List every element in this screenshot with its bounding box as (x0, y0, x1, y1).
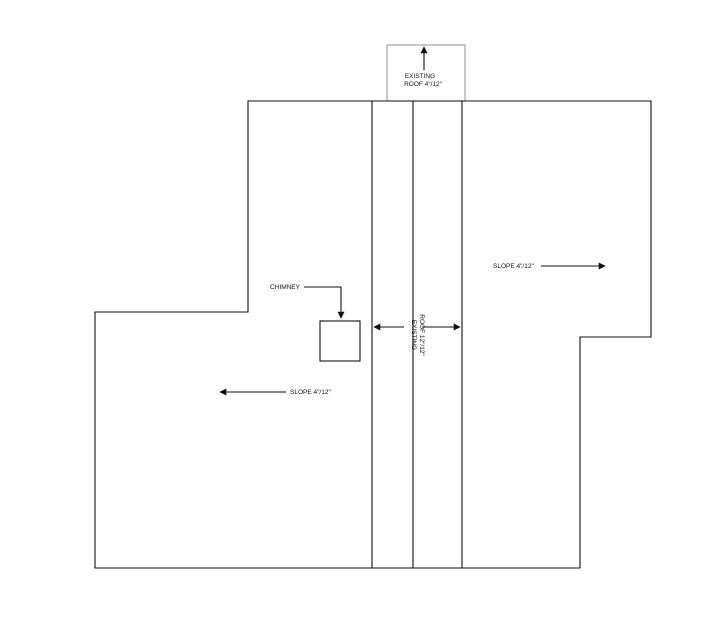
slope-right-label: SLOPE 4"/12" (493, 263, 534, 270)
chimney-label: CHIMNEY (270, 284, 301, 291)
slope-left-label: SLOPE 4"/12" (290, 389, 331, 396)
existing-center-label-line2: ROOF 12"/12" (418, 314, 425, 356)
chimney-leader (304, 286, 345, 319)
existing-roof-top-box (386, 44, 466, 102)
existing-roof-top-label-line2: ROOF 4"/12" (404, 81, 443, 88)
roof-outline (94, 100, 652, 569)
existing-center-label-line1: EXISTING (410, 320, 417, 350)
existing-roof-top-label-line1: EXISTING (405, 73, 435, 80)
chimney-box (319, 320, 361, 362)
